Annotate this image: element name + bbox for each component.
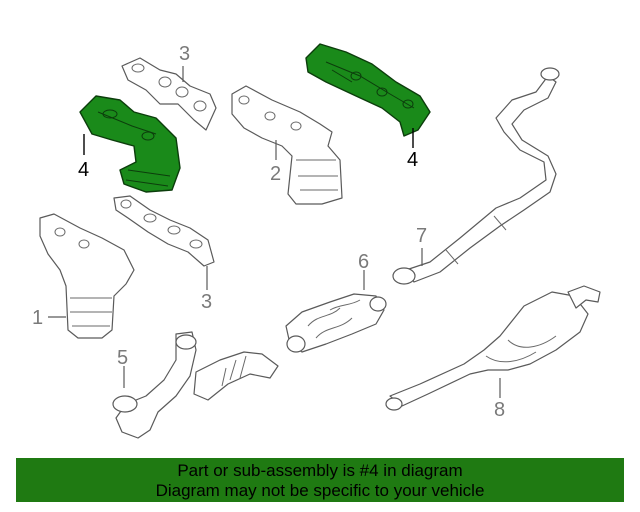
center-pipe-resonator[interactable] [392,67,560,285]
exhaust-parts-diagram: 3 2 4 4 3 1 5 6 7 8 [32,43,601,439]
heat-shield-right[interactable] [305,43,431,137]
heat-shield-left[interactable] [79,95,181,193]
gasket-lower[interactable] [113,195,215,267]
exhaust-manifold-center[interactable] [231,85,343,205]
callout-8: 8 [494,399,505,421]
callout-6: 6 [358,251,369,273]
banner-line-1: Part or sub-assembly is #4 in diagram [177,461,463,480]
callout-7: 7 [416,225,427,247]
exhaust-manifold-left[interactable] [39,213,135,339]
muffler-assembly[interactable] [385,285,601,411]
callout-5: 5 [117,347,128,369]
callout-4: 4 [78,159,89,181]
callout-3: 3 [179,43,190,65]
callout-3: 3 [201,291,212,313]
catalytic-converter[interactable] [285,293,387,353]
callout-1: 1 [32,307,43,329]
notice-banner: Part or sub-assembly is #4 in diagram Di… [16,458,624,502]
callout-4: 4 [407,149,418,171]
gasket-upper[interactable] [121,57,217,131]
front-pipe[interactable] [112,331,279,439]
callout-2: 2 [270,163,281,185]
banner-line-2: Diagram may not be specific to your vehi… [155,481,485,500]
